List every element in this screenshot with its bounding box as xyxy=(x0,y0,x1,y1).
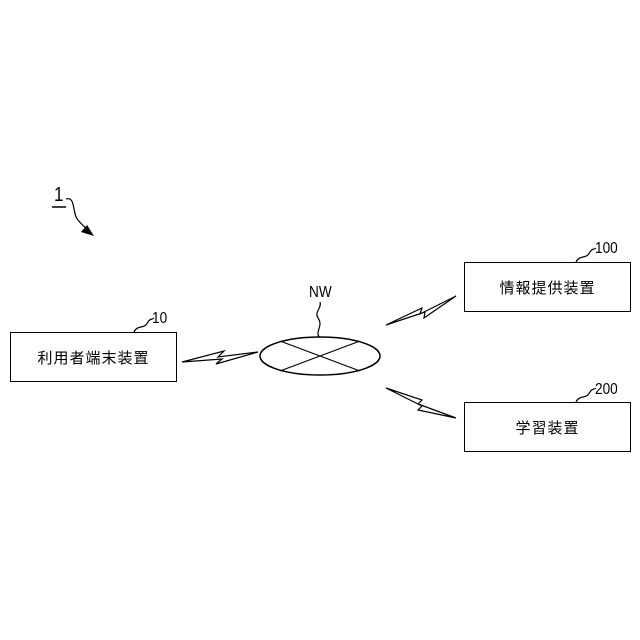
link-network-learning xyxy=(386,388,456,418)
info-provider-ref: 100 xyxy=(595,240,618,258)
learning-ref: 200 xyxy=(595,381,618,399)
user-ref-leader xyxy=(134,318,154,332)
user-terminal-ref: 10 xyxy=(152,310,167,328)
info-ref-leader xyxy=(576,248,596,262)
user-terminal-box: 利用者端末装置 xyxy=(10,332,177,382)
learning-box: 学習装置 xyxy=(464,402,631,452)
network-label: NW xyxy=(309,284,332,302)
link-network-info xyxy=(386,296,456,325)
info-provider-box: 情報提供装置 xyxy=(464,262,631,312)
system-ref-label: 1 xyxy=(54,184,63,207)
network-ref-leader xyxy=(317,302,320,338)
user-terminal-label: 利用者端末装置 xyxy=(37,347,149,368)
learning-label: 学習装置 xyxy=(515,417,579,438)
learning-ref-leader xyxy=(576,388,596,402)
info-provider-label: 情報提供装置 xyxy=(499,277,595,298)
system-ref-arrowhead xyxy=(81,225,94,236)
link-user-network xyxy=(182,351,258,364)
